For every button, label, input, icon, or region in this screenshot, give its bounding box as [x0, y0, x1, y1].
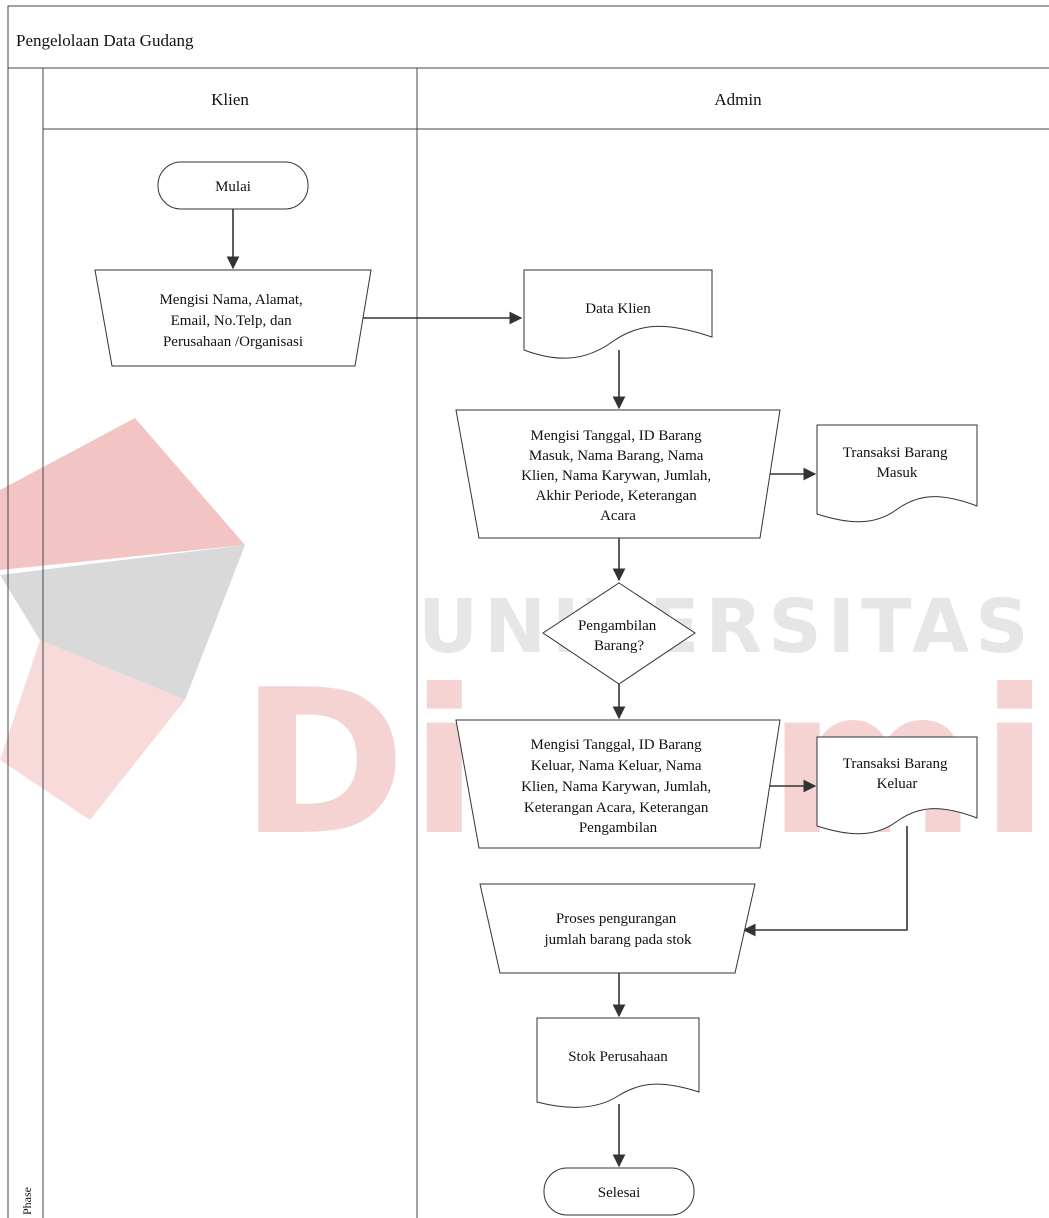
node-mulai: Mulai	[157, 161, 309, 210]
node-mulai-label: Mulai	[215, 179, 251, 195]
node-input-masuk-line3: Klien, Nama Karywan, Jumlah,	[521, 468, 711, 484]
node-decision: Pengambilan Barang?	[542, 582, 696, 685]
svg-text:Mengisi Nama, Alamat, E: Mengisi Nama, Alamat, Email, No.Telp, da…	[159, 292, 306, 350]
node-selesai-label: Selesai	[598, 1185, 641, 1201]
node-input-keluar-line5: Pengambilan	[579, 820, 658, 836]
node-transaksi-keluar-line1: Transaksi Barang	[843, 756, 948, 772]
node-input-keluar-line4: Keterangan Acara, Keterangan	[524, 800, 709, 816]
node-input-klien: Mengisi Nama, Alamat, Email, No.Telp, da…	[94, 269, 372, 367]
node-selesai: Selesai	[543, 1167, 695, 1216]
node-input-klien-line2: Email, No.Telp, dan	[171, 313, 293, 329]
node-proses-line2: jumlah barang pada stok	[543, 932, 692, 948]
svg-text:Mengisi Tanggal, ID Barang: Mengisi Tanggal, ID Barang Keluar, Nama …	[521, 737, 715, 836]
pool-title: Pengelolaan Data Gudang	[16, 31, 194, 50]
node-transaksi-keluar-line2: Keluar	[877, 776, 918, 792]
node-input-masuk-line1: Mengisi Tanggal, ID Barang	[531, 428, 703, 444]
node-transaksi-masuk-line2: Masuk	[877, 465, 918, 481]
node-input-keluar: Mengisi Tanggal, ID Barang Keluar, Nama …	[455, 719, 781, 849]
node-proses: Proses pengurangan jumlah barang pada st…	[479, 883, 756, 974]
node-input-klien-line3: Perusahaan /Organisasi	[163, 334, 303, 350]
node-data-klien-label: Data Klien	[585, 301, 651, 317]
phase-label: Phase	[20, 1187, 34, 1215]
node-input-keluar-line1: Mengisi Tanggal, ID Barang	[531, 737, 703, 753]
node-input-masuk: Mengisi Tanggal, ID Barang Masuk, Nama B…	[455, 409, 781, 539]
node-input-masuk-line2: Masuk, Nama Barang, Nama	[529, 448, 704, 464]
node-stok: Stok Perusahaan	[536, 1017, 700, 1108]
svg-text:Transaksi Barang Keluar: Transaksi Barang Keluar	[843, 756, 952, 792]
svg-text:Transaksi Barang Masuk: Transaksi Barang Masuk	[843, 445, 952, 481]
node-input-keluar-line3: Klien, Nama Karywan, Jumlah,	[521, 779, 711, 795]
node-proses-line1: Proses pengurangan	[556, 911, 677, 927]
node-transaksi-keluar: Transaksi Barang Keluar	[816, 736, 978, 835]
node-transaksi-masuk-line1: Transaksi Barang	[843, 445, 948, 461]
node-stok-label: Stok Perusahaan	[568, 1049, 668, 1065]
svg-text:Mengisi Tanggal, ID Barang: Mengisi Tanggal, ID Barang Masuk, Nama B…	[521, 428, 715, 524]
node-input-keluar-line2: Keluar, Nama Keluar, Nama	[531, 758, 702, 774]
node-decision-line1: Pengambilan	[578, 618, 657, 634]
svg-text:Pengambilan Barang?: Pengambilan Barang?	[578, 618, 660, 654]
node-decision-line2: Barang?	[594, 638, 644, 654]
svg-text:Proses pengurangan jumla: Proses pengurangan jumlah barang pada st…	[543, 911, 692, 948]
node-input-klien-line1: Mengisi Nama, Alamat,	[159, 292, 302, 308]
lane-header-admin: Admin	[714, 90, 762, 109]
edge-transaksikeluar-proses	[742, 826, 908, 937]
node-transaksi-masuk: Transaksi Barang Masuk	[816, 424, 978, 523]
node-input-masuk-line4: Akhir Periode, Keterangan	[536, 488, 698, 504]
node-data-klien: Data Klien	[523, 269, 713, 359]
lane-header-klien: Klien	[211, 90, 249, 109]
node-input-masuk-line5: Acara	[600, 508, 636, 524]
